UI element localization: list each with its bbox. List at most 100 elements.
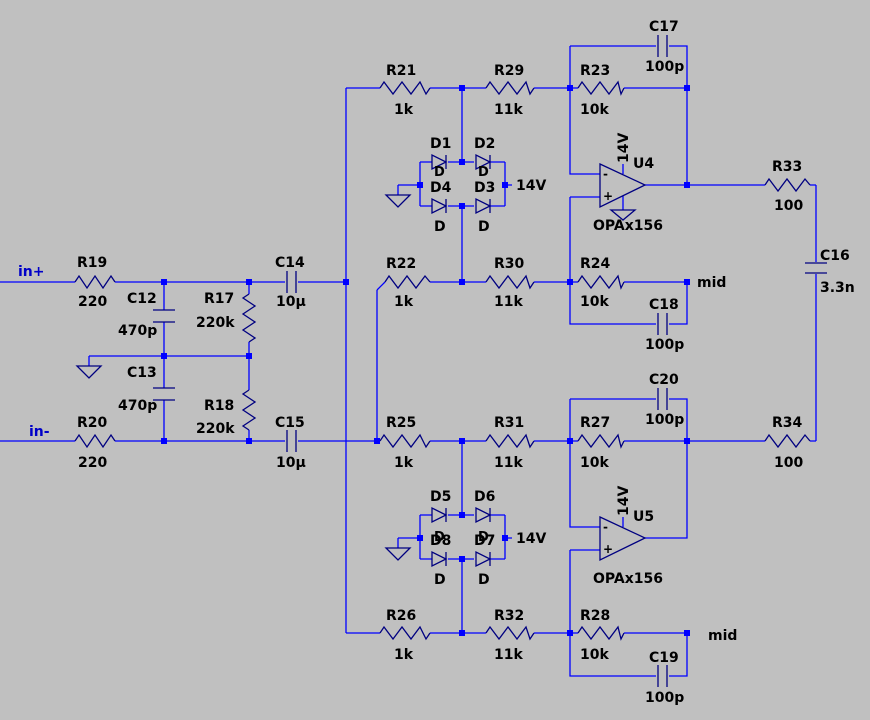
label-u5-value: OPAx156 [593,571,663,587]
label-r25-name: R25 [386,415,416,431]
label-c19-value: 100p [645,690,684,706]
label-r26-value: 1k [394,647,414,663]
label-d1-name: D1 [430,136,451,152]
resistor-r24 [577,274,625,290]
resistor-r29 [485,80,535,96]
label-u4-value: OPAx156 [593,218,663,234]
resistor-r28 [577,625,625,641]
label-r28-value: 10k [580,647,609,663]
label-c13-value: 470p [118,398,157,414]
junctions [161,85,690,636]
net-label-mid-top: mid [697,275,726,291]
capacitor-c13 [153,387,175,401]
label-d7-value: D [478,572,490,588]
diode-d5 [431,506,448,524]
label-d2-value: D [478,165,489,180]
label-r28-name: R28 [580,608,610,624]
label-r26-name: R26 [386,608,416,624]
label-r22-name: R22 [386,256,416,272]
label-d2-name: D2 [474,136,495,152]
label-r25-value: 1k [394,455,414,471]
label-c20-name: C20 [649,372,679,388]
diode-d8 [431,550,448,568]
opamp-u5: - + [599,515,647,562]
label-r24-name: R24 [580,256,611,272]
capacitor-c19 [657,665,668,687]
label-r19-value: 220 [78,294,107,310]
net-labels: in+ in- mid mid 14V 14V 14V 14V [18,133,737,644]
ground-symbol-u4 [609,209,637,221]
opamp-u5-plus-pin: + [603,542,613,556]
opamp-u4-minus-pin: - [603,167,608,181]
label-c14-value: 10µ [276,294,306,310]
net-label-in-plus: in+ [18,264,45,280]
ground-symbol-bridge1 [384,194,412,208]
label-d8-value: D [434,572,446,588]
opamp-u4: - + [599,162,647,209]
resistor-r23 [577,80,625,96]
resistor-r31 [485,433,535,449]
label-c18-value: 100p [645,337,684,353]
label-d4-value: D [434,219,446,235]
label-r20-value: 220 [78,455,107,471]
resistor-r22 [384,274,431,290]
label-r30-value: 11k [494,294,523,310]
label-r21-name: R21 [386,63,416,79]
capacitor-c18 [657,313,668,335]
capacitor-c14 [286,271,297,293]
resistor-r30 [485,274,535,290]
diodes [431,153,492,568]
label-r21-value: 1k [394,102,414,118]
label-r17-name: R17 [204,291,234,307]
net-label-mid-bottom: mid [708,628,737,644]
label-r31-value: 11k [494,455,523,471]
resistor-r34 [764,433,811,449]
label-r18-name: R18 [204,398,234,414]
label-c15-name: C15 [275,415,305,431]
ground-symbol-input [75,365,103,379]
label-c12-value: 470p [118,323,157,339]
label-c17-name: C17 [649,19,679,35]
label-c16-name: C16 [820,248,850,264]
label-d8-name: D8 [430,533,451,549]
capacitor-c16 [805,262,827,274]
resistor-r32 [485,625,535,641]
resistor-r20 [74,433,116,449]
wires [0,45,817,677]
label-r30-name: R30 [494,256,525,272]
label-r33-value: 100 [774,198,803,214]
label-r31-name: R31 [494,415,524,431]
label-c18-name: C18 [649,297,679,313]
label-d3-name: D3 [474,180,495,196]
diode-d2 [475,153,492,171]
label-r20-name: R20 [77,415,108,431]
label-c14-name: C14 [275,255,305,271]
label-c17-value: 100p [645,59,684,75]
capacitor-c12 [153,309,175,323]
ground-symbol-bridge2 [384,547,412,561]
diode-d4 [431,197,448,215]
label-c12-name: C12 [127,291,157,307]
resistor-r21 [379,80,431,96]
diode-d3 [475,197,492,215]
label-d4-name: D4 [430,180,452,196]
net-label-14v-bridge2: 14V [516,531,546,547]
label-c13-name: C13 [127,365,157,381]
label-d6-name: D6 [474,489,495,505]
label-r32-value: 11k [494,647,523,663]
label-r27-value: 10k [580,455,609,471]
label-c15-value: 10µ [276,455,306,471]
label-c19-name: C19 [649,650,679,666]
net-label-14v-u4: 14V [616,133,632,163]
net-label-in-minus: in- [29,424,50,440]
resistors [74,80,811,641]
label-u4-name: U4 [633,156,654,172]
label-r17-value: 220k [196,315,235,331]
label-u5-name: U5 [633,509,654,525]
resistor-r25 [379,433,431,449]
resistor-r19 [74,274,116,290]
label-r27-name: R27 [580,415,610,431]
label-c16-value: 3.3n [820,280,855,296]
label-r23-name: R23 [580,63,610,79]
